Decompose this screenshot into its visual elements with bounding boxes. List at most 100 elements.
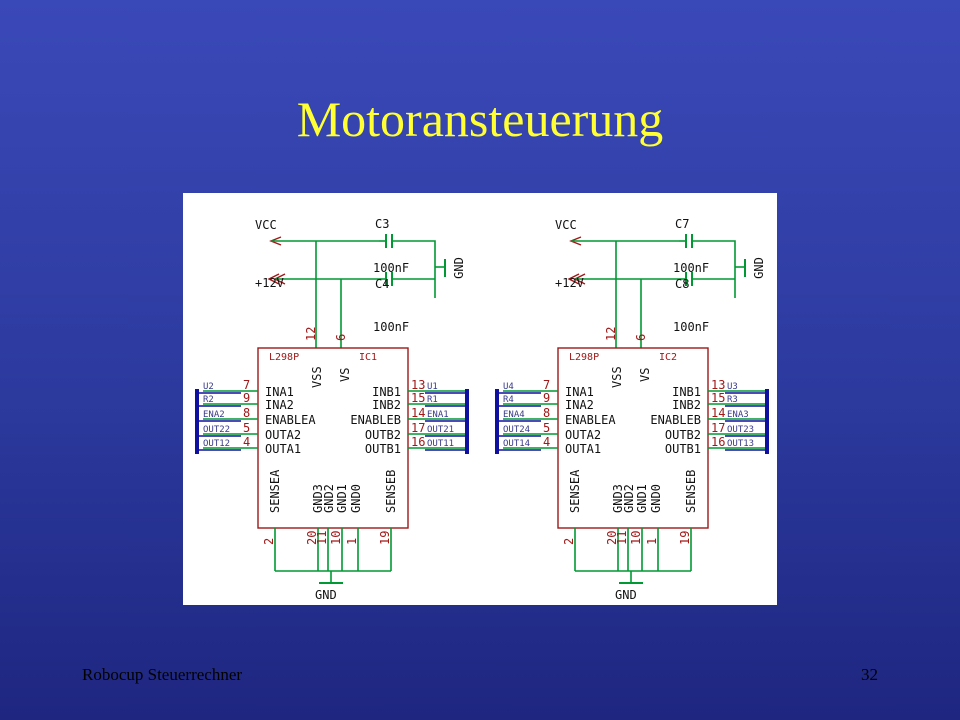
pin-name-top: VS [638, 368, 652, 382]
net-label-left: OUT24 [503, 425, 530, 435]
cap-top-name: C3 [375, 217, 389, 231]
pin-name-left: OUTA1 [265, 442, 301, 456]
pin-name-right: INB1 [672, 385, 701, 399]
chip-ref: IC2 [659, 352, 677, 363]
pin-number-bottom: 19 [378, 531, 392, 545]
net-label-left: R4 [503, 395, 514, 405]
pin-name-right: INB1 [372, 385, 401, 399]
pin-number-bottom: 1 [345, 538, 359, 545]
pin-name-bottom: GND3 [311, 484, 325, 513]
pin-name-bottom: GND2 [622, 484, 636, 513]
net-label-left: R2 [203, 395, 214, 405]
pin-number-bottom: 10 [329, 531, 343, 545]
net-label-right: R3 [727, 395, 738, 405]
pin-name-left: INA1 [565, 385, 594, 399]
vcc-label: VCC [555, 218, 577, 232]
pin-number-bottom: 20 [605, 531, 619, 545]
pin-name-bottom: GND3 [611, 484, 625, 513]
pin-name-left: OUTA2 [265, 428, 301, 442]
net-label-right: R1 [427, 395, 438, 405]
cap-bottom-name: C8 [675, 277, 689, 291]
page-number: 32 [861, 665, 878, 684]
chip-part: L298P [569, 352, 599, 363]
cap-top-value: 100nF [373, 261, 409, 275]
net-label-left: U4 [503, 382, 514, 392]
pin-name-bottom: GND0 [349, 484, 363, 513]
gnd-bottom-label: GND [615, 588, 637, 602]
net-label-left: OUT22 [203, 425, 230, 435]
net-label-right: U3 [727, 382, 738, 392]
pin-name-right: INB2 [672, 398, 701, 412]
pin-number-left: 4 [543, 435, 550, 449]
pin-name-right: INB2 [372, 398, 401, 412]
pin-number-bottom: 1 [645, 538, 659, 545]
pin-number-right: 17 [711, 421, 725, 435]
pin-number-left: 7 [243, 378, 250, 392]
pin-name-bottom: GND1 [335, 484, 349, 513]
pin-name-right: ENABLEB [350, 413, 401, 427]
pin-number-left: 5 [543, 421, 550, 435]
net-label-right: ENA1 [427, 410, 449, 420]
pin-name-right: OUTB1 [665, 442, 701, 456]
cap-top-value: 100nF [673, 261, 709, 275]
net-label-right: ENA3 [727, 410, 749, 420]
pin-name-bottom: GND0 [649, 484, 663, 513]
net-label-left: ENA4 [503, 410, 525, 420]
pin-name-left: OUTA1 [565, 442, 601, 456]
pin-number-top: 12 [604, 327, 618, 341]
cap-bottom-value: 100nF [673, 320, 709, 334]
pin-number-right: 14 [711, 406, 725, 420]
net-label-left: U2 [203, 382, 214, 392]
pin-name-top: VSS [310, 366, 324, 388]
cap-gnd-label: GND [752, 257, 766, 279]
pin-number-left: 8 [243, 406, 250, 420]
pin-name-right: OUTB2 [365, 428, 401, 442]
pin-name-bottom: SENSEA [568, 469, 582, 513]
net-label-right: OUT13 [727, 439, 754, 449]
cap-bottom-value: 100nF [373, 320, 409, 334]
pin-number-right: 17 [411, 421, 425, 435]
v12-label: +12V [555, 276, 584, 290]
net-label-left: ENA2 [203, 410, 225, 420]
pin-name-left: OUTA2 [565, 428, 601, 442]
pin-number-bottom: 2 [262, 538, 276, 545]
pin-name-left: ENABLEA [265, 413, 316, 427]
net-label-right: OUT21 [427, 425, 454, 435]
pin-name-bottom: SENSEB [684, 470, 698, 513]
pin-number-bottom: 20 [305, 531, 319, 545]
slide-title: Motoransteuerung [296, 91, 664, 147]
pin-name-right: OUTB1 [365, 442, 401, 456]
net-label-left: OUT12 [203, 439, 230, 449]
pin-name-left: INA1 [265, 385, 294, 399]
net-label-right: OUT11 [427, 439, 454, 449]
pin-number-right: 15 [411, 391, 425, 405]
pin-number-bottom: 2 [562, 538, 576, 545]
pin-number-left: 8 [543, 406, 550, 420]
pin-number-left: 9 [243, 391, 250, 405]
pin-number-right: 16 [411, 435, 425, 449]
pin-number-left: 4 [243, 435, 250, 449]
pin-name-bottom: SENSEB [384, 470, 398, 513]
pin-name-left: ENABLEA [565, 413, 616, 427]
pin-number-top: 12 [304, 327, 318, 341]
cap-top-name: C7 [675, 217, 689, 231]
pin-number-bottom: 11 [615, 531, 629, 545]
cap-gnd-label: GND [452, 257, 466, 279]
chip-ref: IC1 [359, 352, 377, 363]
pin-name-top: VSS [610, 366, 624, 388]
chip-body [257, 347, 409, 529]
pin-number-top: 6 [634, 334, 648, 341]
vcc-label: VCC [255, 218, 277, 232]
pin-number-top: 6 [334, 334, 348, 341]
cap-bottom-name: C4 [375, 277, 389, 291]
chip-part: L298P [269, 352, 299, 363]
pin-name-bottom: GND2 [322, 484, 336, 513]
pin-name-right: OUTB2 [665, 428, 701, 442]
gnd-bottom-label: GND [315, 588, 337, 602]
pin-name-right: ENABLEB [650, 413, 701, 427]
footer-title: Robocup Steuerrechner [82, 665, 243, 684]
